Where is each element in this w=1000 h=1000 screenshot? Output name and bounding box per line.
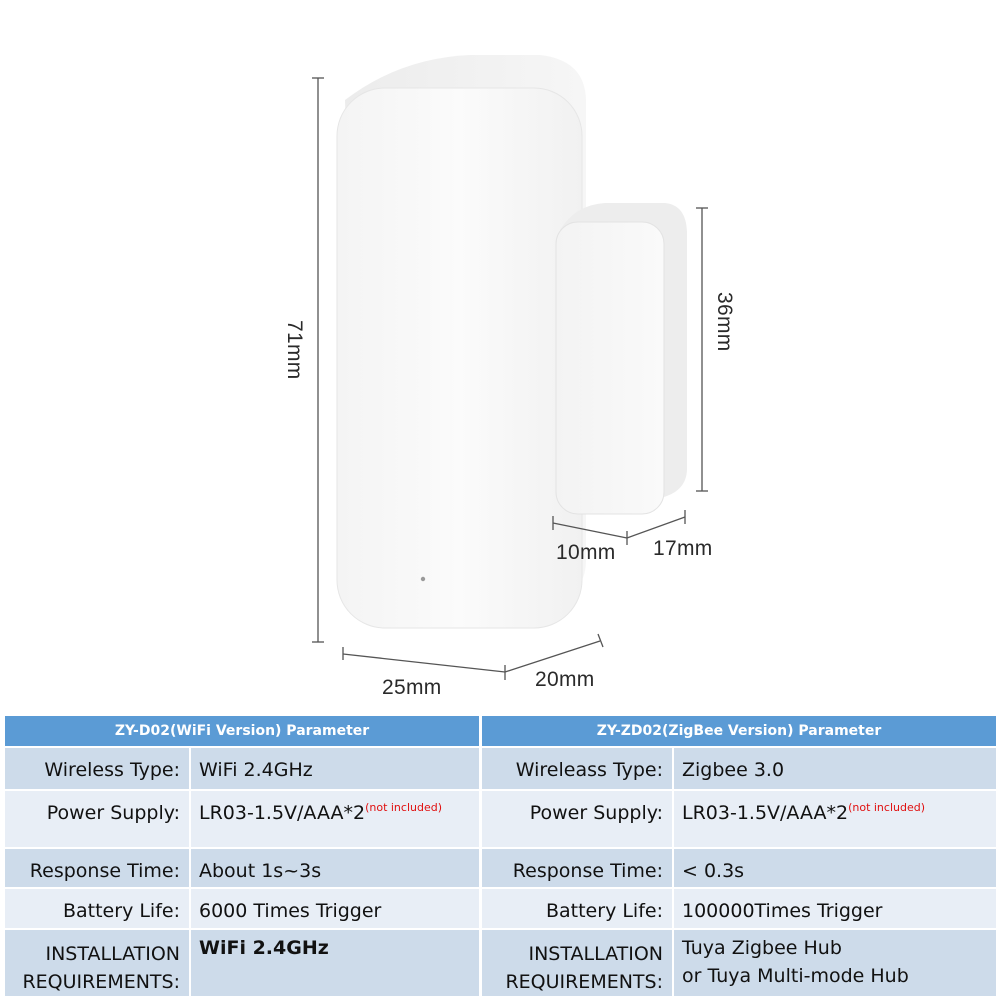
row-label: Battery Life: [482,889,672,928]
power-supply-value: LR03-1.5V/AAA*2 [199,802,366,824]
installation-value: Tuya Zigbee Hub or Tuya Multi-mode Hub [674,930,996,996]
row-value: < 0.3s [674,849,996,887]
table-row: INSTALLATION REQUIREMENTS: Tuya Zigbee H… [482,930,996,996]
width-main-label: 25mm [382,676,442,699]
height-magnet-label: 36mm [713,292,736,352]
row-label: INSTALLATION REQUIREMENTS: [482,930,672,996]
sensor-main-body [336,55,586,629]
value-line: or Tuya Multi-mode Hub [682,965,909,987]
row-label: Wireless Type: [5,748,189,789]
label-line: REQUIREMENTS: [22,971,180,993]
row-label: Wireleass Type: [482,748,672,789]
dimension-lines [312,77,708,680]
label-line: INSTALLATION [528,943,663,965]
label-line: INSTALLATION [45,943,180,965]
depth-magnet-label: 17mm [653,537,713,560]
not-included-note: (not included) [848,801,926,814]
row-label: Battery Life: [5,889,189,928]
table-row: Battery Life: 6000 Times Trigger [5,889,479,928]
door-sensor-illustration [312,55,708,680]
row-value: LR03-1.5V/AAA*2 (not included) [191,791,479,847]
row-label: Response Time: [482,849,672,887]
table-row: Battery Life: 100000Times Trigger [482,889,996,928]
label-line: REQUIREMENTS: [505,971,663,993]
width-magnet-label: 10mm [556,541,616,564]
row-value: LR03-1.5V/AAA*2 (not included) [674,791,996,847]
zigbee-table-header: ZY-ZD02(ZigBee Version) Parameter [482,716,996,746]
table-row: Power Supply: LR03-1.5V/AAA*2 (not inclu… [5,791,479,847]
row-value: 6000 Times Trigger [191,889,479,928]
value-line: Tuya Zigbee Hub [682,937,842,959]
row-value: WiFi 2.4GHz [191,748,479,789]
installation-value: WiFi 2.4GHz [191,930,479,996]
depth-main-label: 20mm [535,668,595,691]
row-label: INSTALLATION REQUIREMENTS: [5,930,189,996]
row-value: About 1s~3s [191,849,479,887]
row-value: Zigbee 3.0 [674,748,996,789]
row-label: Response Time: [5,849,189,887]
table-row: Wireless Type: WiFi 2.4GHz [5,748,479,789]
power-supply-value: LR03-1.5V/AAA*2 [682,802,849,824]
table-row: Response Time: < 0.3s [482,849,996,887]
table-row: INSTALLATION REQUIREMENTS: WiFi 2.4GHz [5,930,479,996]
product-diagram: 71mm 36mm 25mm 20mm 10mm 17mm [283,55,736,699]
spec-tables: ZY-D02(WiFi Version) Parameter Wireless … [5,716,996,998]
zigbee-spec-table: ZY-ZD02(ZigBee Version) Parameter Wirele… [482,716,996,998]
row-value: 100000Times Trigger [674,889,996,928]
height-main-label: 71mm [283,320,306,380]
sensor-magnet [555,203,687,515]
wifi-spec-table: ZY-D02(WiFi Version) Parameter Wireless … [5,716,479,998]
led-indicator-icon [420,576,426,582]
table-row: Response Time: About 1s~3s [5,849,479,887]
row-label: Power Supply: [482,791,672,847]
row-label: Power Supply: [5,791,189,847]
table-row: Wireleass Type: Zigbee 3.0 [482,748,996,789]
not-included-note: (not included) [365,801,443,814]
table-row: Power Supply: LR03-1.5V/AAA*2 (not inclu… [482,791,996,847]
wifi-table-header: ZY-D02(WiFi Version) Parameter [5,716,479,746]
